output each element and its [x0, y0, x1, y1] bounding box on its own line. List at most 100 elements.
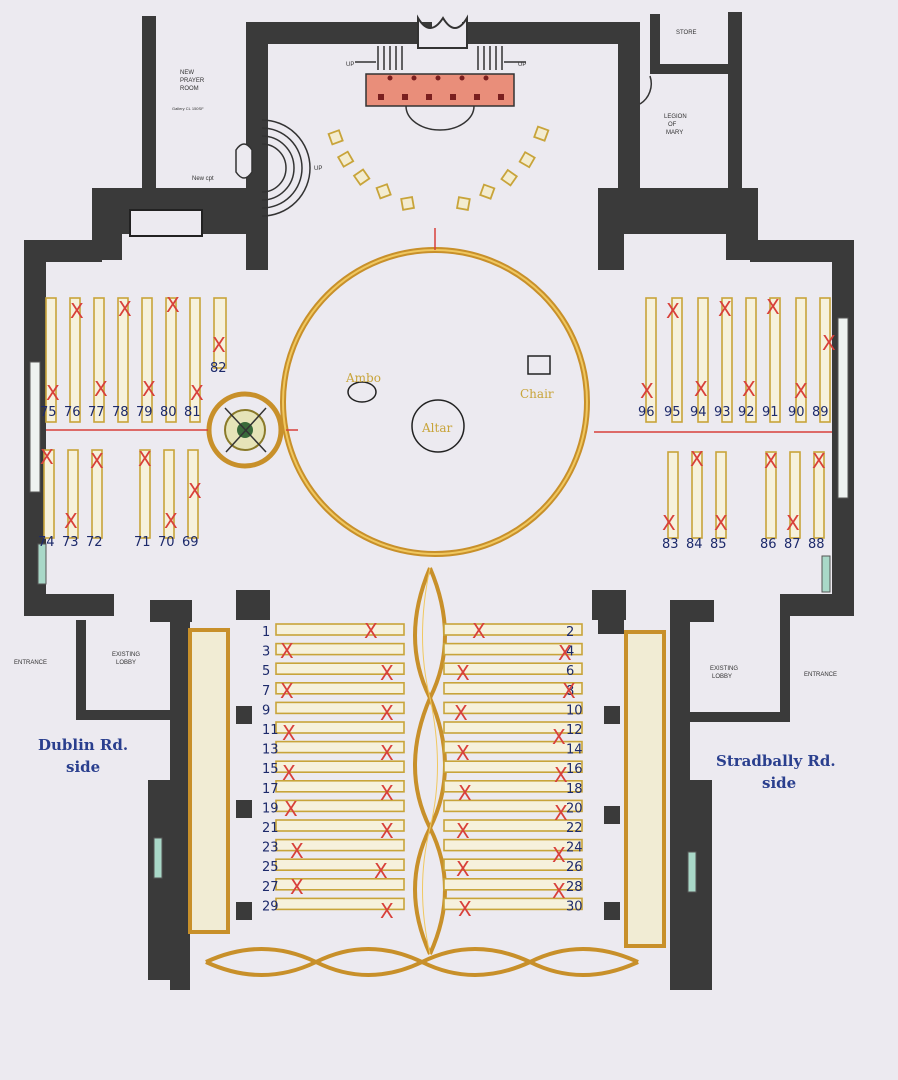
pew-nave-left-1 [275, 623, 405, 636]
mark-right-lower-4: X [714, 511, 728, 535]
svg-text:X: X [666, 299, 680, 323]
mark-right-upper-5: X [694, 377, 708, 401]
svg-text:X: X [280, 639, 294, 663]
pew-number-2: 2 [566, 625, 574, 640]
svg-text:X: X [284, 797, 298, 821]
svg-text:X: X [164, 509, 178, 533]
svg-text:X: X [282, 721, 296, 745]
label-lobby-left-2: LOBBY [116, 660, 136, 666]
mark-left-upper-0: X [70, 299, 84, 323]
pew-number-90: 90 [788, 405, 805, 420]
pew-number-7: 7 [262, 684, 270, 699]
svg-text:X: X [472, 619, 486, 643]
label-entrance-right: ENTRANCE [804, 672, 837, 678]
pew-right-lower-87 [789, 451, 801, 539]
mark-right-lower-0: X [690, 447, 704, 471]
pew-nave-right-26 [443, 858, 583, 872]
mark-left-upper-5: X [94, 377, 108, 401]
pew-right-lower-88 [813, 451, 825, 539]
mark-nave-right-inner-7: X [458, 897, 472, 921]
pew-right-lower-83 [667, 451, 679, 539]
pew-nave-right-2 [443, 623, 583, 636]
svg-text:X: X [552, 843, 566, 867]
svg-text:X: X [822, 331, 836, 355]
svg-text:X: X [282, 761, 296, 785]
pew-number-19: 19 [262, 801, 279, 816]
pew-nave-left-11 [275, 721, 405, 734]
sanctuary-chairs [327, 125, 550, 211]
svg-text:X: X [290, 875, 304, 899]
svg-text:X: X [794, 379, 808, 403]
mark-nave-right-outer-5: X [552, 843, 566, 867]
pew-nave-left-9 [275, 701, 405, 715]
pew-number-74: 74 [38, 535, 55, 550]
mark-nave-right-outer-0: X [558, 641, 572, 665]
pew-number-93: 93 [714, 405, 731, 420]
mark-left-upper-6: X [142, 377, 156, 401]
svg-text:X: X [118, 297, 132, 321]
pew-number-18: 18 [566, 782, 583, 797]
pew-number-77: 77 [88, 405, 105, 420]
prayer-room-counter [129, 209, 203, 237]
mark-right-lower-5: X [786, 511, 800, 535]
svg-text:X: X [212, 333, 226, 357]
svg-text:X: X [46, 381, 60, 405]
svg-text:X: X [70, 299, 84, 323]
mark-nave-right-inner-4: X [458, 781, 472, 805]
pew-number-85: 85 [710, 537, 727, 552]
pew-number-22: 22 [566, 821, 583, 836]
mark-right-upper-0: X [666, 299, 680, 323]
mark-nave-right-inner-6: X [456, 857, 470, 881]
svg-text:X: X [188, 479, 202, 503]
label-new-prayer-2: PRAYER [180, 78, 205, 84]
pew-right-upper-94 [697, 297, 709, 423]
mark-right-upper-7: X [794, 379, 808, 403]
mark-nave-left-outer-2: X [280, 679, 294, 703]
pew-left-lower-71 [139, 449, 151, 539]
svg-text:X: X [64, 509, 78, 533]
label-up-right: UP [518, 62, 526, 68]
svg-text:X: X [766, 295, 780, 319]
pew-number-28: 28 [566, 880, 583, 895]
pew-nave-left-7 [275, 681, 405, 695]
ambo-shape [347, 381, 377, 403]
top-doorway [417, 14, 468, 49]
svg-text:X: X [562, 679, 576, 703]
svg-text:X: X [94, 377, 108, 401]
sanctuary-rings [46, 228, 832, 557]
mark-left-lower-1: X [90, 449, 104, 473]
pew-number-9: 9 [262, 703, 270, 718]
pew-left-upper-82 [213, 297, 227, 369]
pew-number-3: 3 [262, 645, 270, 660]
mark-nave-right-inner-5: X [456, 819, 470, 843]
mark-nave-left-outer-0: X [364, 619, 378, 643]
label-new-cpt: New cpt [192, 176, 214, 182]
mark-nave-right-inner-2: X [454, 701, 468, 725]
pew-number-72: 72 [86, 535, 103, 550]
pew-nave-right-6 [443, 662, 583, 676]
room-labels: NEW PRAYER ROOM Gallery CL 150SF New cpt… [14, 30, 837, 792]
pew-number-78: 78 [112, 405, 129, 420]
pew-nave-left-13 [275, 740, 405, 754]
svg-text:X: X [552, 725, 566, 749]
choir-seats [378, 75, 504, 100]
mark-nave-right-inner-3: X [456, 741, 470, 765]
pew-left-upper-81 [189, 297, 201, 423]
label-chair: Chair [520, 387, 554, 401]
label-legion-2: OF [668, 122, 677, 128]
svg-text:X: X [142, 377, 156, 401]
svg-text:X: X [558, 641, 572, 665]
pew-right-lower-85 [715, 451, 727, 539]
svg-text:X: X [380, 661, 394, 685]
pew-left-upper-75 [45, 297, 57, 423]
mark-nave-left-inner-6: X [380, 899, 394, 923]
mark-left-upper-4: X [46, 381, 60, 405]
prayer-room-door [235, 143, 253, 179]
mark-nave-left-inner-4: X [380, 819, 394, 843]
svg-text:X: X [364, 619, 378, 643]
mark-nave-left-outer-7: X [290, 875, 304, 899]
svg-text:X: X [190, 381, 204, 405]
pew-number-80: 80 [160, 405, 177, 420]
mark-left-upper-3: X [212, 333, 226, 357]
